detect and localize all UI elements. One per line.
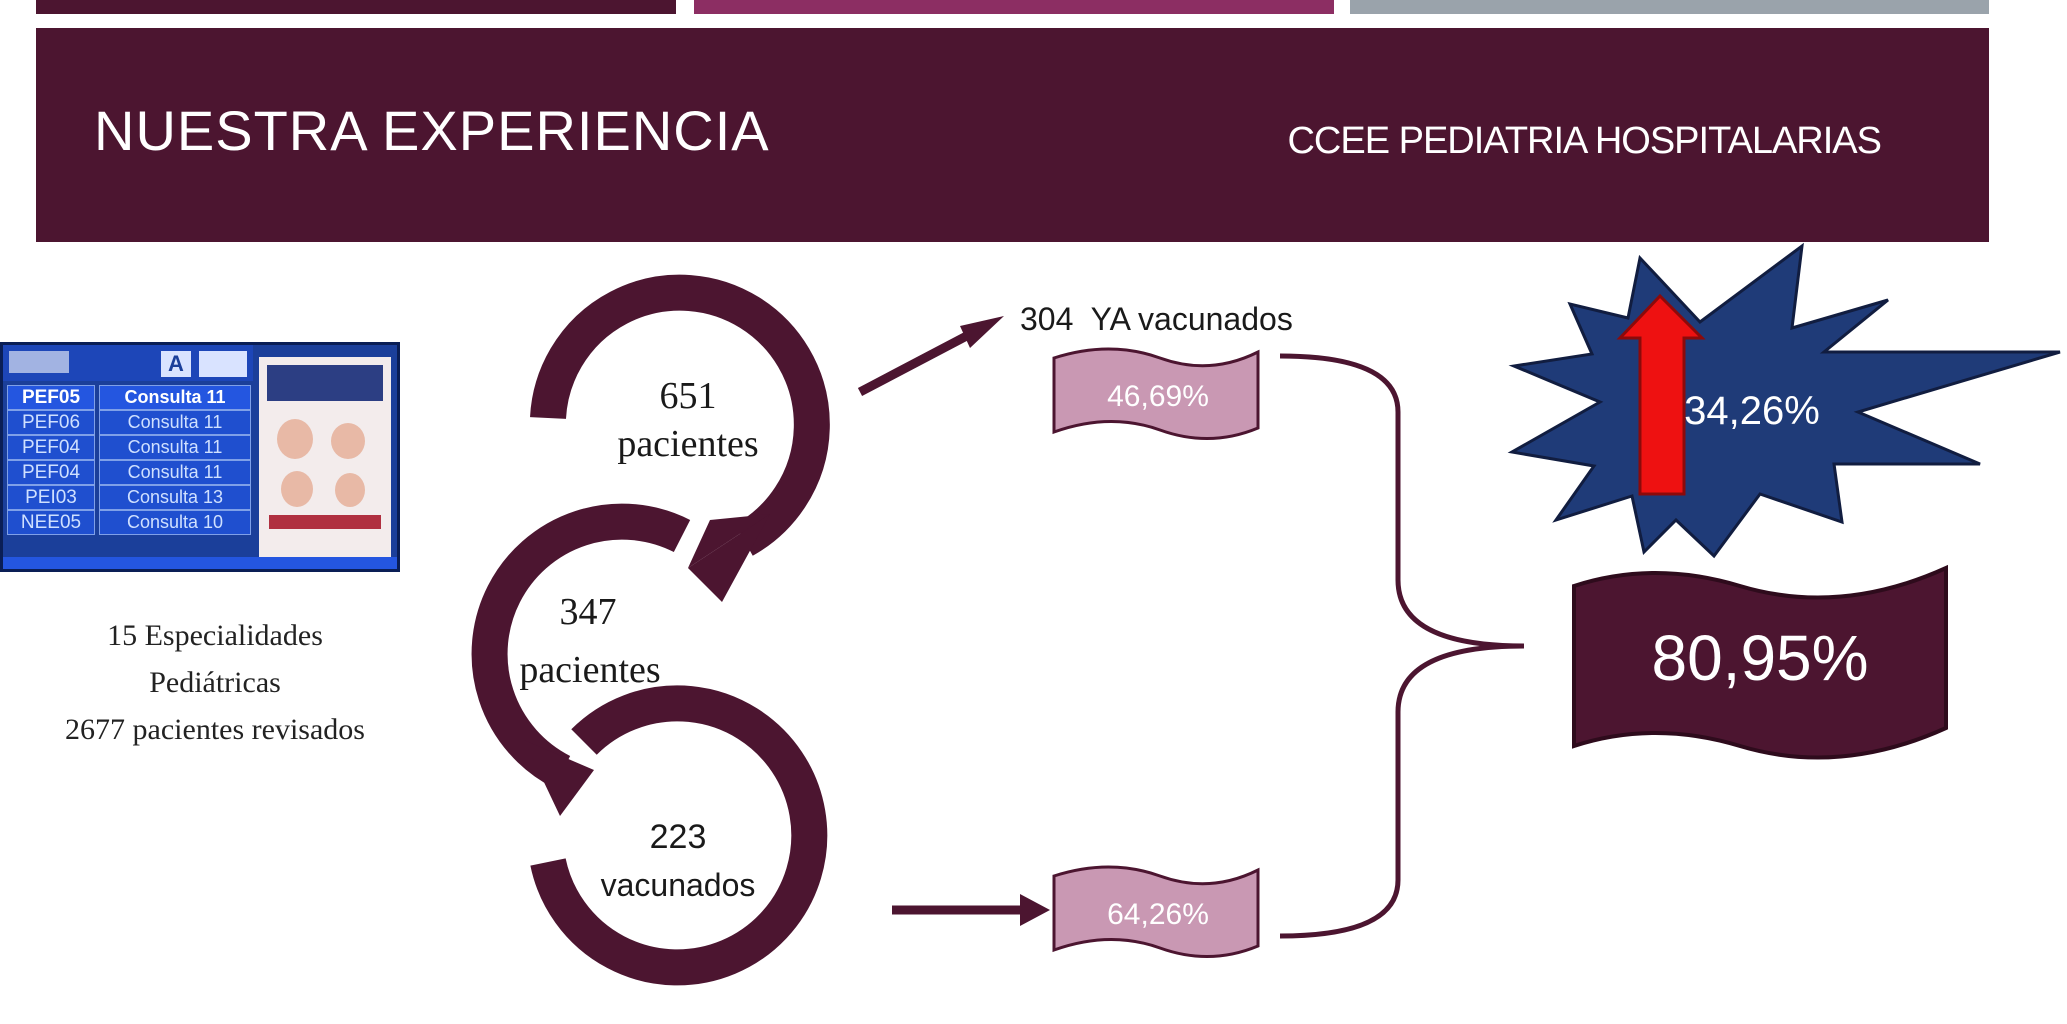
call-code: PEF04 [7,460,95,485]
header-banner: NUESTRA EXPERIENCIA CCEE PEDIATRIA HOSPI… [36,28,1989,242]
arrowhead-1 [688,514,770,602]
list-item: PEF05 Consulta 11 [7,385,253,410]
call-code: PEI03 [7,485,95,510]
call-code: PEF04 [7,435,95,460]
call-room: Consulta 10 [99,510,251,535]
total-pct-text: 80,95% [1651,622,1868,694]
arrowhead-vaccinated [1020,894,1050,926]
screen-clock [199,351,247,377]
arrow-to-already-vaccinated [857,326,981,396]
increase-pct-text: 34,26% [1684,389,1820,433]
waiting-room-screen-photo: A PEF05 Consulta 11 PEF06 Consulta 11 PE… [0,342,400,572]
hospital-logo [9,351,69,373]
screen-call-list: PEF05 Consulta 11 PEF06 Consulta 11 PEF0… [7,385,253,535]
circular-arrow-2 [471,503,691,789]
already-vaccinated-label: 304 YA vacunados [1020,301,1293,337]
circular-arrow-1 [530,274,830,556]
list-item: PEF06 Consulta 11 [7,410,253,435]
top-bar-gray [1350,0,1989,14]
poster-figure [331,423,365,459]
ribbon-total-pct [1572,564,1948,760]
vaccination-poster [259,357,391,559]
call-room: Consulta 13 [99,485,251,510]
circle1-number: 651 [660,375,717,417]
call-room: Consulta 11 [99,385,251,410]
call-code: PEF05 [7,385,95,410]
call-room: Consulta 11 [99,410,251,435]
screen-footer [3,557,397,569]
up-arrow-icon [1616,293,1706,496]
circle3-label: vacunados [601,867,756,903]
curly-brace [1279,353,1525,939]
circle3-number: 223 [650,818,707,856]
circle1-label: pacientes [617,423,758,465]
circle2-label: pacientes [519,649,660,691]
arrowhead-already [960,316,1004,348]
top-bar-dark [36,0,676,14]
circle2-number: 347 [560,591,617,633]
caption-line: Pediátricas [149,666,281,699]
ribbon-already-pct [1052,347,1260,441]
screen-header: A [3,345,253,381]
circular-arrow-3 [530,685,828,986]
poster-banner [269,515,381,529]
page-title: NUESTRA EXPERIENCIA [94,99,770,162]
specialties-caption: 15 Especialidades Pediátricas 2677 pacie… [20,612,410,753]
top-bar-magenta [694,0,1334,14]
list-item: PEF04 Consulta 11 [7,460,253,485]
page-subtitle: CCEE PEDIATRIA HOSPITALARIAS [1287,120,1882,162]
pct-vaccinated-text: 64,26% [1107,898,1209,931]
ribbon-vaccinated-pct [1052,865,1260,959]
call-code: PEF06 [7,410,95,435]
screen-letter: A [161,351,191,377]
pct-already-text: 46,69% [1107,380,1209,413]
list-item: PEF04 Consulta 11 [7,435,253,460]
arrowhead-2 [524,740,594,816]
poster-figure [281,471,313,507]
poster-figure [335,473,365,507]
list-item: NEE05 Consulta 10 [7,510,253,535]
poster-figure [277,419,313,459]
call-room: Consulta 11 [99,460,251,485]
caption-line: 15 Especialidades [107,619,323,652]
poster-title-band [267,365,383,401]
list-item: PEI03 Consulta 13 [7,485,253,510]
arrowhead-1b [688,514,770,568]
caption-line: 2677 pacientes revisados [65,713,365,746]
call-code: NEE05 [7,510,95,535]
call-room: Consulta 11 [99,435,251,460]
